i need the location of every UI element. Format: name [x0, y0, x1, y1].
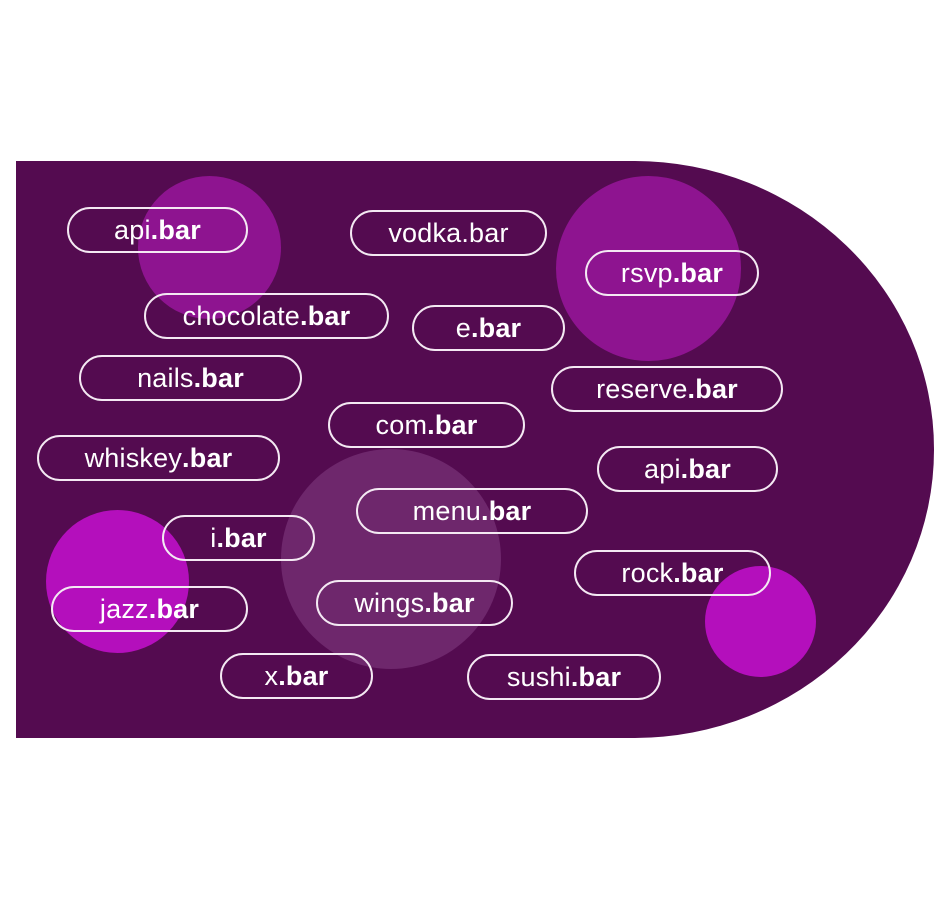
domain-tld: .bar	[570, 662, 622, 692]
domain-pill-rock[interactable]: rock.bar	[574, 550, 771, 596]
domain-name: vodka.bar	[388, 218, 509, 248]
domain-tld: .bar	[481, 496, 532, 526]
domain-tld: .bar	[673, 558, 724, 588]
domain-tld: .bar	[427, 410, 478, 440]
domain-pill-jazz[interactable]: jazz.bar	[51, 586, 248, 632]
domain-tld: .bar	[680, 454, 731, 484]
domain-tld: .bar	[150, 215, 201, 245]
domain-pill-nails[interactable]: nails.bar	[79, 355, 302, 401]
domain-pill-chocolate[interactable]: chocolate.bar	[144, 293, 389, 339]
domain-tld: .bar	[687, 374, 738, 404]
domain-name: rsvp	[620, 258, 673, 288]
domain-pill-reserve[interactable]: reserve.bar	[551, 366, 783, 412]
domain-pill-vodka[interactable]: vodka.bar	[350, 210, 547, 256]
domain-pill-menu[interactable]: menu.bar	[356, 488, 588, 534]
domain-name: api	[644, 454, 681, 484]
domain-tld: .bar	[193, 363, 244, 393]
decor-circle	[281, 449, 501, 669]
domain-pill-whiskey[interactable]: whiskey.bar	[37, 435, 280, 481]
domain-name: menu	[412, 496, 481, 526]
domain-tld: .bar	[300, 301, 351, 331]
domain-tld: .bar	[182, 443, 233, 473]
domain-pill-x[interactable]: x.bar	[220, 653, 373, 699]
domain-tld: .bar	[672, 258, 724, 288]
domain-tld: .bar	[216, 523, 267, 553]
domain-pill-sushi[interactable]: sushi.bar	[467, 654, 661, 700]
domain-name: sushi	[506, 662, 571, 692]
domain-name: jazz	[99, 594, 149, 624]
domain-tld: .bar	[278, 661, 329, 691]
domain-name: chocolate	[182, 301, 301, 331]
domain-name: e	[455, 313, 471, 343]
domain-pill-wings[interactable]: wings.bar	[316, 580, 513, 626]
domain-tld: .bar	[148, 594, 200, 624]
domain-pill-api[interactable]: api.bar	[67, 207, 248, 253]
domain-tld: .bar	[424, 588, 475, 618]
domain-pill-i[interactable]: i.bar	[162, 515, 315, 561]
domain-name: i	[210, 523, 217, 553]
domain-pill-rsvp[interactable]: rsvp.bar	[585, 250, 759, 296]
domain-name: x	[264, 661, 279, 691]
domain-panel	[16, 161, 934, 738]
domain-name: api	[114, 215, 151, 245]
domain-name: wings	[354, 588, 425, 618]
domain-tld: .bar	[470, 313, 522, 343]
domain-name: reserve	[596, 374, 688, 404]
domain-pill-api-2[interactable]: api.bar	[597, 446, 778, 492]
domain-name: whiskey	[84, 443, 183, 473]
domain-name: nails	[137, 363, 194, 393]
domain-name: rock	[621, 558, 674, 588]
domain-pill-e[interactable]: e.bar	[412, 305, 565, 351]
domain-pill-com[interactable]: com.bar	[328, 402, 525, 448]
domain-name: com	[375, 410, 428, 440]
